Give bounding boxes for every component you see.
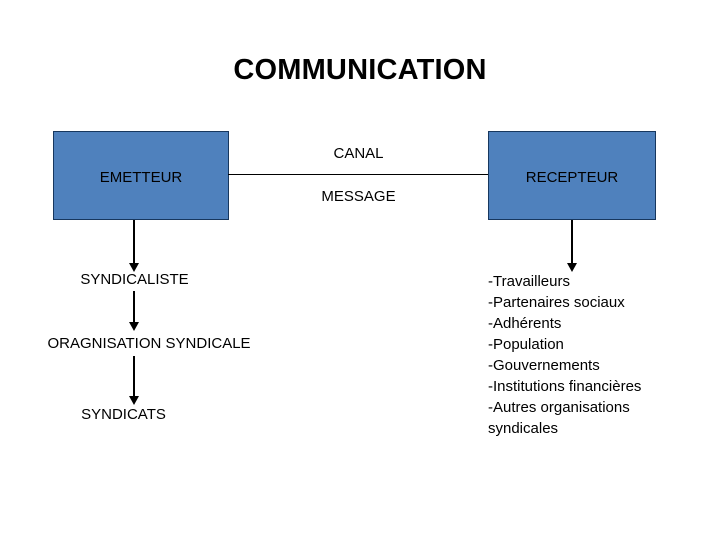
arrow-shaft [133,356,135,397]
receiver-box-label: RECEPTEUR [525,168,619,186]
arrow-down-icon [127,220,141,272]
arrow-down-icon [127,291,141,331]
arrow-down-icon [127,356,141,405]
list-item: syndicales [488,420,559,437]
arrow-head [567,263,577,272]
list-item: -Autres organisations [488,399,630,416]
message-label: MESSAGE [321,188,396,205]
arrow-head [129,396,139,405]
list-item: -Population [488,336,564,353]
page-title: COMMUNICATION [233,54,487,86]
channel-connector-line [228,174,489,175]
receiver-box[interactable]: RECEPTEUR [488,131,656,220]
arrow-shaft [571,220,573,264]
sender-box[interactable]: EMETTEUR [53,131,229,220]
flow-label-syndicaliste: SYNDICALISTE [80,271,189,288]
flow-label-syndicats: SYNDICATS [81,406,166,423]
arrow-head [129,322,139,331]
sender-box-label: EMETTEUR [99,168,183,186]
list-item: -Travailleurs [488,273,570,290]
arrow-shaft [133,291,135,323]
flow-label-organisation-syndicale: ORAGNISATION SYNDICALE [47,335,251,352]
list-item: -Partenaires sociaux [488,294,625,311]
receiver-audience-list: -Travailleurs -Partenaires sociaux -Adhé… [488,271,703,439]
arrow-down-icon [565,220,579,272]
list-item: -Adhérents [488,315,562,332]
channel-label: CANAL [333,145,384,162]
list-item: -Gouvernements [488,357,600,374]
arrow-shaft [133,220,135,264]
list-item: -Institutions financières [488,378,642,395]
arrow-head [129,263,139,272]
